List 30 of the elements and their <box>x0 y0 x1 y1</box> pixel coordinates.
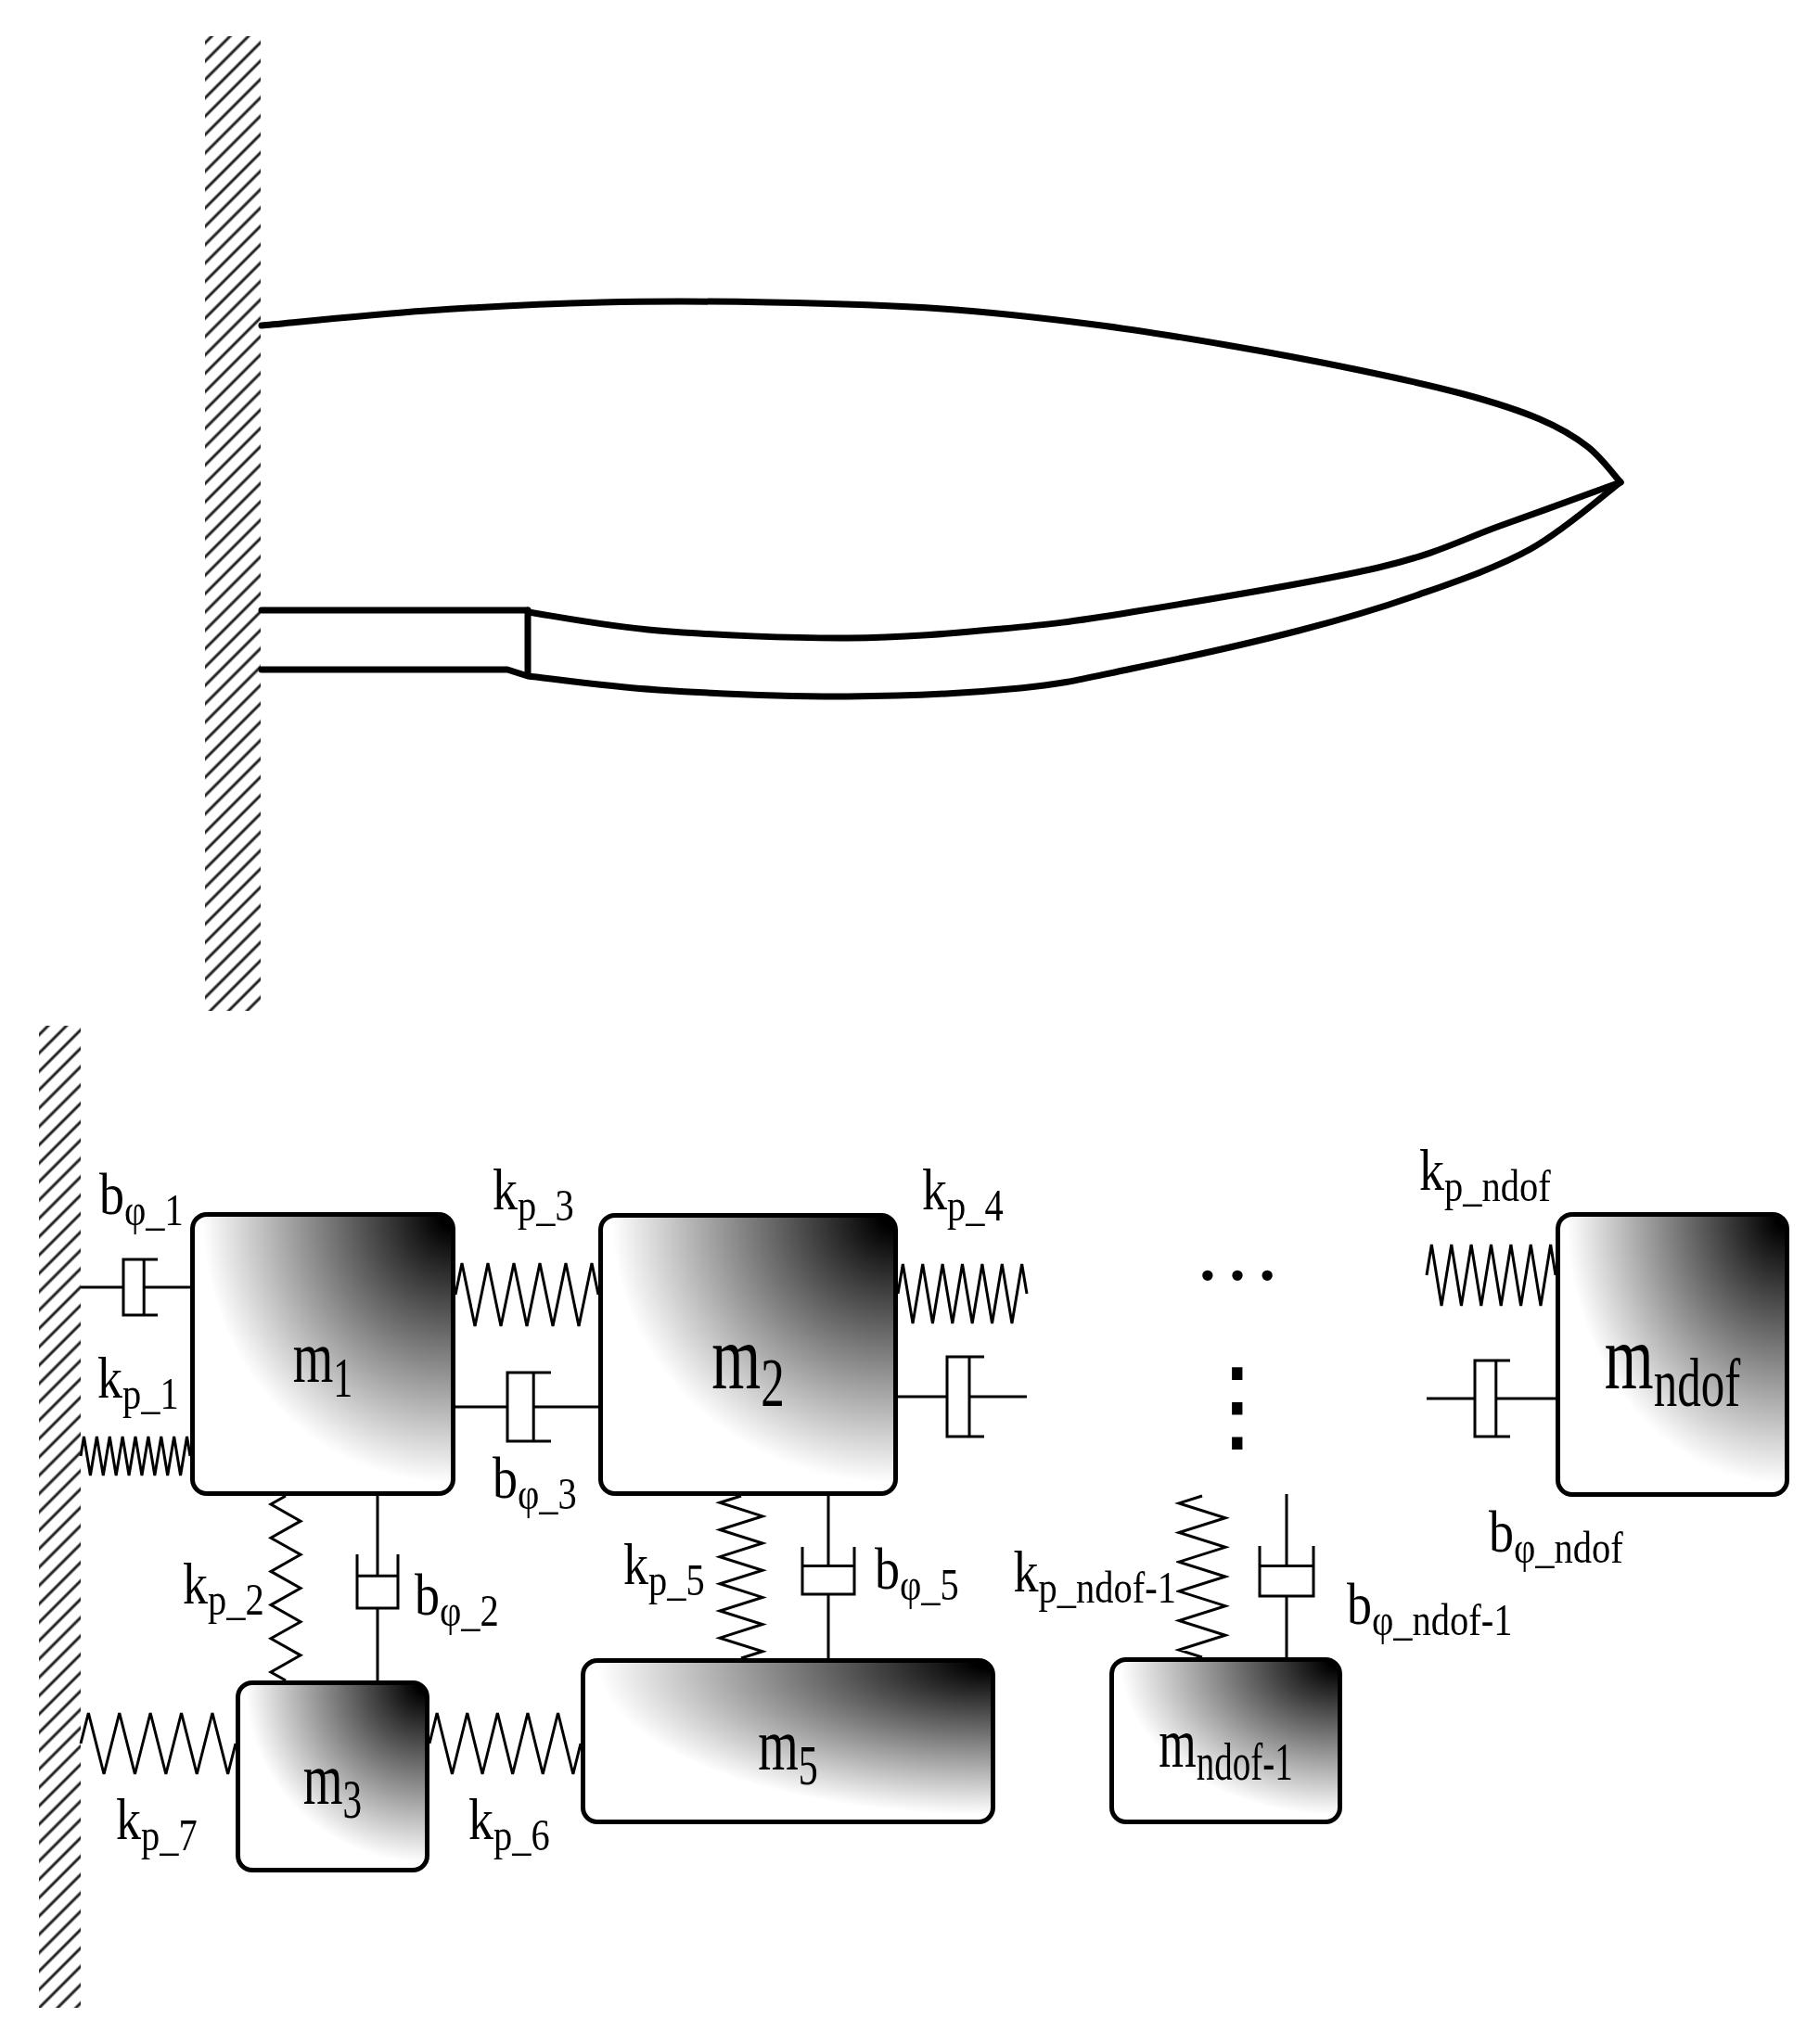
damper-symbol <box>1258 1492 1315 1659</box>
mass-block <box>190 1212 455 1496</box>
mass-block <box>1109 1657 1342 1824</box>
spring-symbol <box>715 1494 767 1660</box>
mass-block <box>598 1213 898 1496</box>
spring-symbol <box>896 1262 1029 1325</box>
mass-label: m$_{2}$ <box>711 1311 785 1422</box>
mass-label: m$_{1}$ <box>292 1319 353 1411</box>
spring-symbol <box>267 1494 304 1682</box>
spring-symbol <box>1174 1494 1230 1659</box>
mass-label: m$_{ndof-1}$ <box>1159 1708 1293 1793</box>
ellipsis: ⋮ <box>1186 1354 1288 1456</box>
mass-label: m$_{5}$ <box>758 1705 818 1798</box>
mass-block <box>581 1658 995 1824</box>
spring-symbol <box>428 1711 583 1776</box>
damper-symbol <box>1425 1359 1557 1438</box>
mass-block <box>1556 1212 1789 1497</box>
mass-label: m$_{3}$ <box>302 1742 363 1833</box>
spring-symbol <box>1425 1243 1557 1308</box>
damper-symbol <box>355 1494 400 1682</box>
damper-symbol <box>801 1494 856 1660</box>
spring-symbol <box>79 1435 192 1477</box>
damper-symbol <box>896 1355 1029 1438</box>
spring-symbol <box>454 1261 600 1328</box>
ellipsis: … <box>1193 1206 1282 1295</box>
spring-symbol <box>79 1711 237 1776</box>
damper-symbol <box>454 1371 600 1443</box>
mass-block <box>236 1680 429 1872</box>
mass-label: m$_{ndof}$ <box>1604 1311 1741 1422</box>
hatched-wall <box>39 1026 81 2008</box>
